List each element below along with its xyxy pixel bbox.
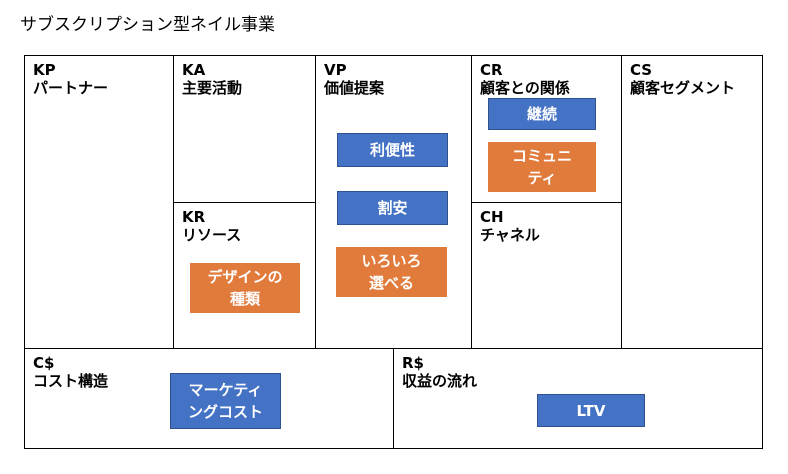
block-code: CS (630, 61, 653, 79)
block-label: 価値提案 (324, 79, 385, 97)
block-header: KA 主要活動 (182, 61, 242, 97)
sticky-note-community: コミュニ ティ (488, 142, 596, 192)
block-code: R$ (402, 354, 424, 372)
block-customer-segments: CS 顧客セグメント (621, 55, 763, 349)
sticky-note-design-types: デザインの 種類 (190, 263, 300, 313)
block-header: KP パートナー (33, 61, 108, 97)
block-header: R$ 収益の流れ (402, 354, 477, 390)
sticky-note-variety: いろいろ 選べる (336, 247, 447, 297)
block-label: 顧客セグメント (630, 79, 736, 97)
block-label: 収益の流れ (402, 372, 478, 390)
sticky-note-discount: 割安 (337, 191, 448, 225)
block-code: CH (480, 208, 504, 226)
block-label: 主要活動 (182, 79, 243, 97)
block-header: CS 顧客セグメント (630, 61, 735, 97)
sticky-note-convenience: 利便性 (337, 133, 448, 167)
diagram-title: サブスクリプション型ネイル事業 (20, 15, 275, 35)
block-header: VP 価値提案 (324, 61, 384, 97)
block-label: 顧客との関係 (480, 79, 570, 97)
block-key-partners: KP パートナー (24, 55, 174, 349)
sticky-note-marketing-cost: マーケティ ングコスト (170, 373, 281, 429)
sticky-note-ltv: LTV (537, 394, 645, 427)
block-label: チャネル (480, 226, 540, 244)
block-header: CH チャネル (480, 208, 540, 244)
block-header: KR リソース (182, 208, 241, 244)
block-key-activities: KA 主要活動 (173, 55, 316, 203)
block-channels: CH チャネル (471, 202, 622, 349)
block-label: コスト構造 (33, 372, 109, 390)
block-label: パートナー (33, 79, 109, 97)
block-header: CR 顧客との関係 (480, 61, 570, 97)
block-code: C$ (33, 354, 55, 372)
block-code: CR (480, 61, 503, 79)
block-code: KP (33, 61, 56, 79)
block-code: KR (182, 208, 206, 226)
block-header: C$ コスト構造 (33, 354, 108, 390)
block-label: リソース (182, 226, 242, 244)
block-code: VP (324, 61, 347, 79)
block-code: KA (182, 61, 206, 79)
sticky-note-continuation: 継続 (488, 98, 596, 130)
